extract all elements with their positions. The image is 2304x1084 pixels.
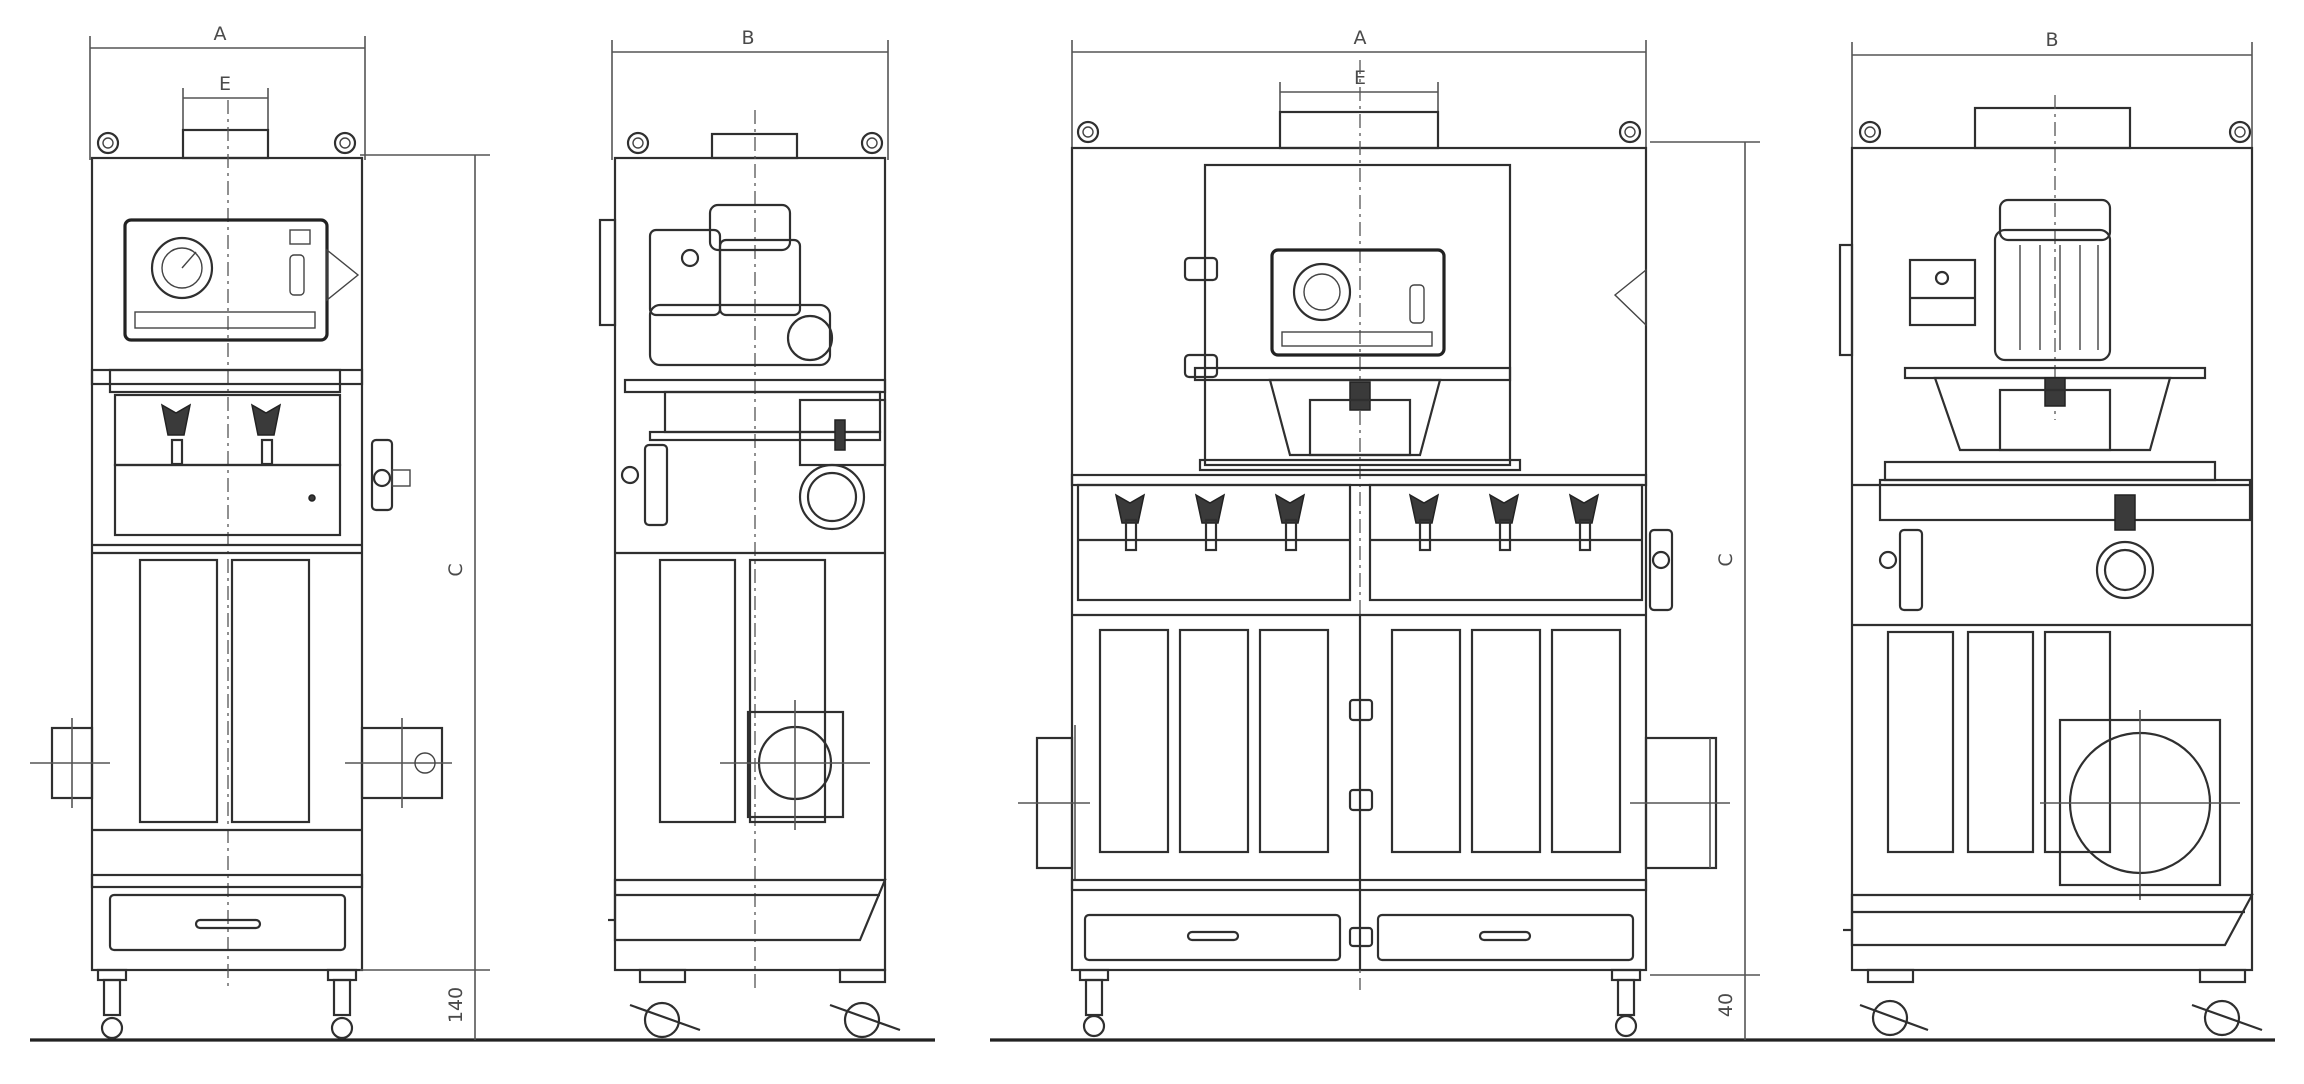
dimension-label-b: B bbox=[741, 27, 754, 49]
front-view-large: A E bbox=[1018, 27, 1760, 1040]
dimension-label-base-large: 40 bbox=[1715, 993, 1737, 1017]
dimension-label-a: A bbox=[214, 23, 227, 45]
side-view-small: B bbox=[598, 27, 901, 1039]
dimension-label-a-large: A bbox=[1354, 27, 1367, 49]
dimension-label-e-large: E bbox=[1354, 67, 1366, 89]
dimension-label-b-large: B bbox=[2045, 29, 2058, 51]
front-view-small: A E bbox=[30, 23, 490, 1040]
side-view-large: B bbox=[1838, 29, 2263, 1037]
dimension-label-c-large: C bbox=[1715, 553, 1737, 566]
dimension-label-e: E bbox=[219, 73, 231, 95]
dimension-label-base: 140 bbox=[445, 987, 467, 1023]
dimension-label-c: C bbox=[445, 563, 467, 576]
